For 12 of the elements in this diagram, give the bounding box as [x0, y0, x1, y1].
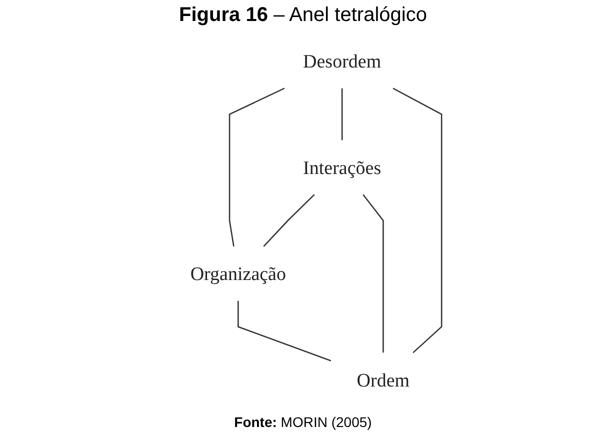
figure-title: Figura 16 – Anel tetralógico [179, 4, 427, 27]
source-caption: Fonte: MORIN (2005) [234, 414, 372, 430]
connector [228, 88, 285, 247]
connector [341, 88, 343, 140]
node-text: Desordem [303, 50, 382, 72]
node-text: Ordem [356, 369, 410, 391]
node-text: Organização [190, 262, 286, 284]
connector [263, 194, 315, 247]
node-text: Interações [303, 156, 382, 178]
connector [392, 88, 442, 354]
connector [238, 300, 332, 362]
connector [362, 194, 384, 353]
